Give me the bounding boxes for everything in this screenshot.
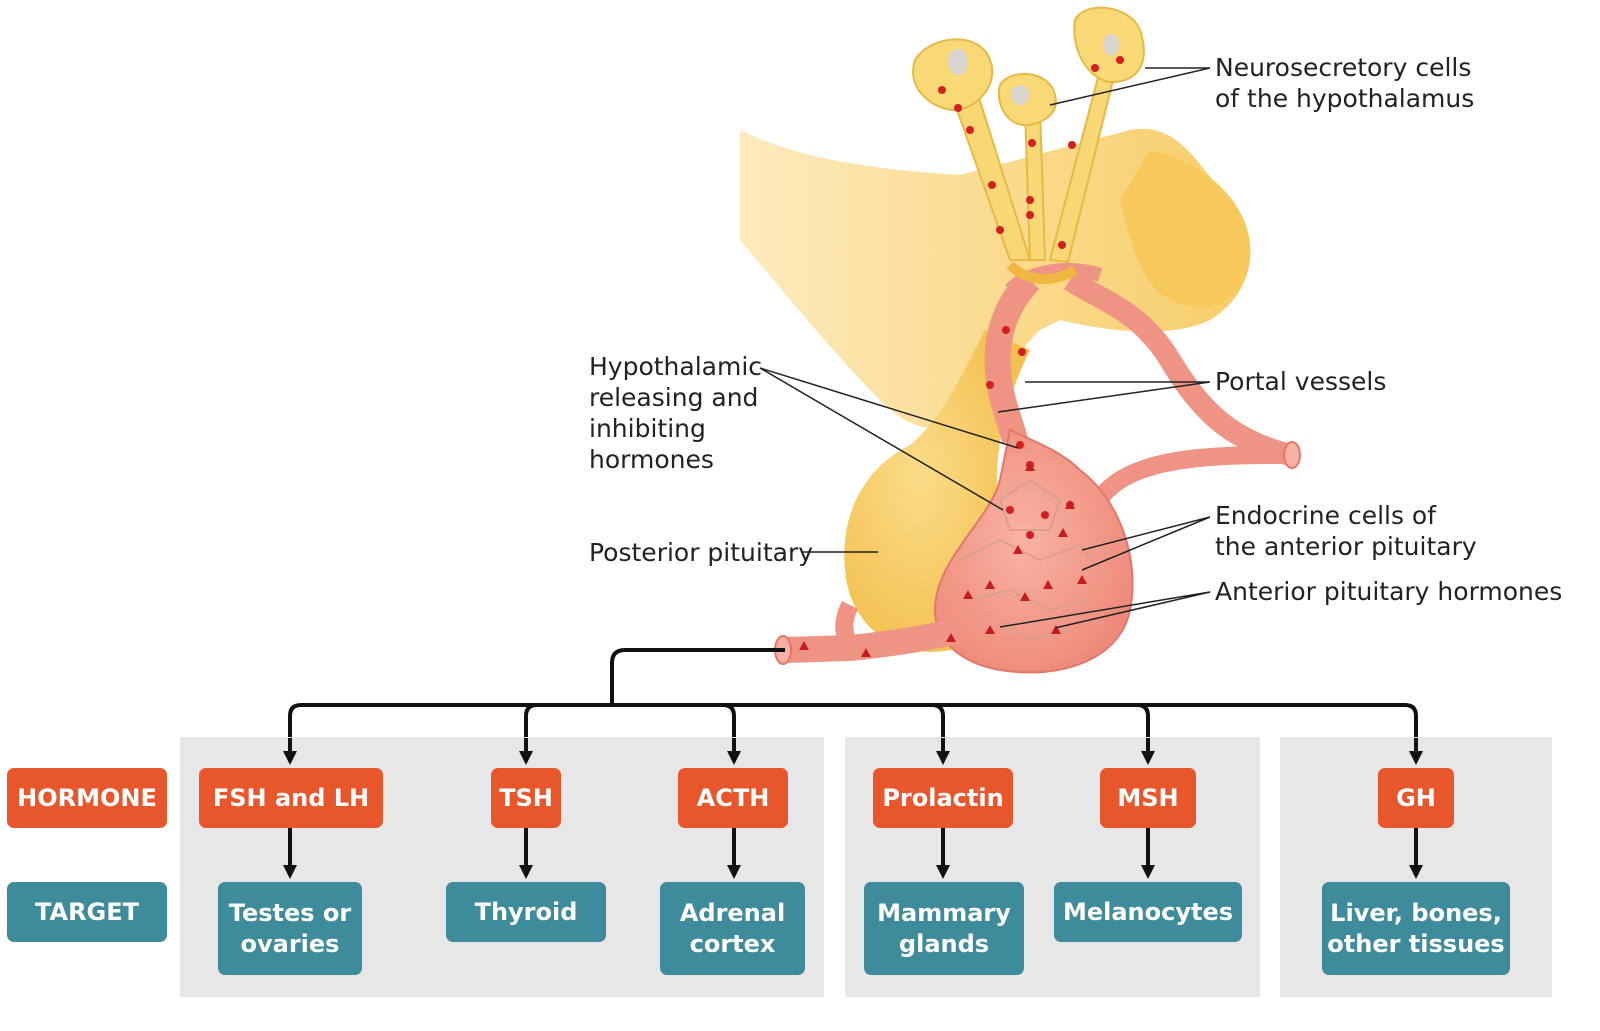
legend-hormone: HORMONE [7,768,167,828]
hypothalamus-tissue [740,128,1251,429]
anterior-pituitary [933,428,1134,674]
hormone-msh: MSH [1100,768,1196,828]
label-posterior-pituitary: Posterior pituitary [589,538,814,567]
hormone-prolactin: Prolactin [873,768,1013,828]
label-portal-vessels: Portal vessels [1215,367,1387,396]
target-liver-bones: Liver, bones, other tissues [1322,882,1510,975]
label-neurosecretory-cells: Neurosecretory cells of the hypothalamus [1215,53,1475,113]
hormone-tsh: TSH [491,768,561,828]
hormone-acth: ACTH [678,768,788,828]
label-hypothalamic-hormones: Hypothalamic releasing and inhibiting ho… [589,352,763,474]
leader-lines [759,67,1211,629]
hormone-fsh-lh: FSH and LH [199,768,383,828]
efferent-vessel [774,441,1301,665]
target-mammary-glands: Mammary glands [864,882,1024,975]
label-anterior-pituitary-hormones: Anterior pituitary hormones [1215,577,1563,606]
label-endocrine-cells: Endocrine cells of the anterior pituitar… [1215,501,1477,561]
neurosecretory-cells [912,6,1145,285]
target-thyroid: Thyroid [446,882,606,942]
flow-connectors [288,648,1418,740]
legend-target: TARGET [7,882,167,942]
target-testes-ovaries: Testes or ovaries [218,882,362,975]
hormone-gh: GH [1378,768,1454,828]
anterior-hormone-triangles [799,462,1087,657]
target-melanocytes: Melanocytes [1054,882,1242,942]
target-adrenal-cortex: Adrenal cortex [660,882,805,975]
